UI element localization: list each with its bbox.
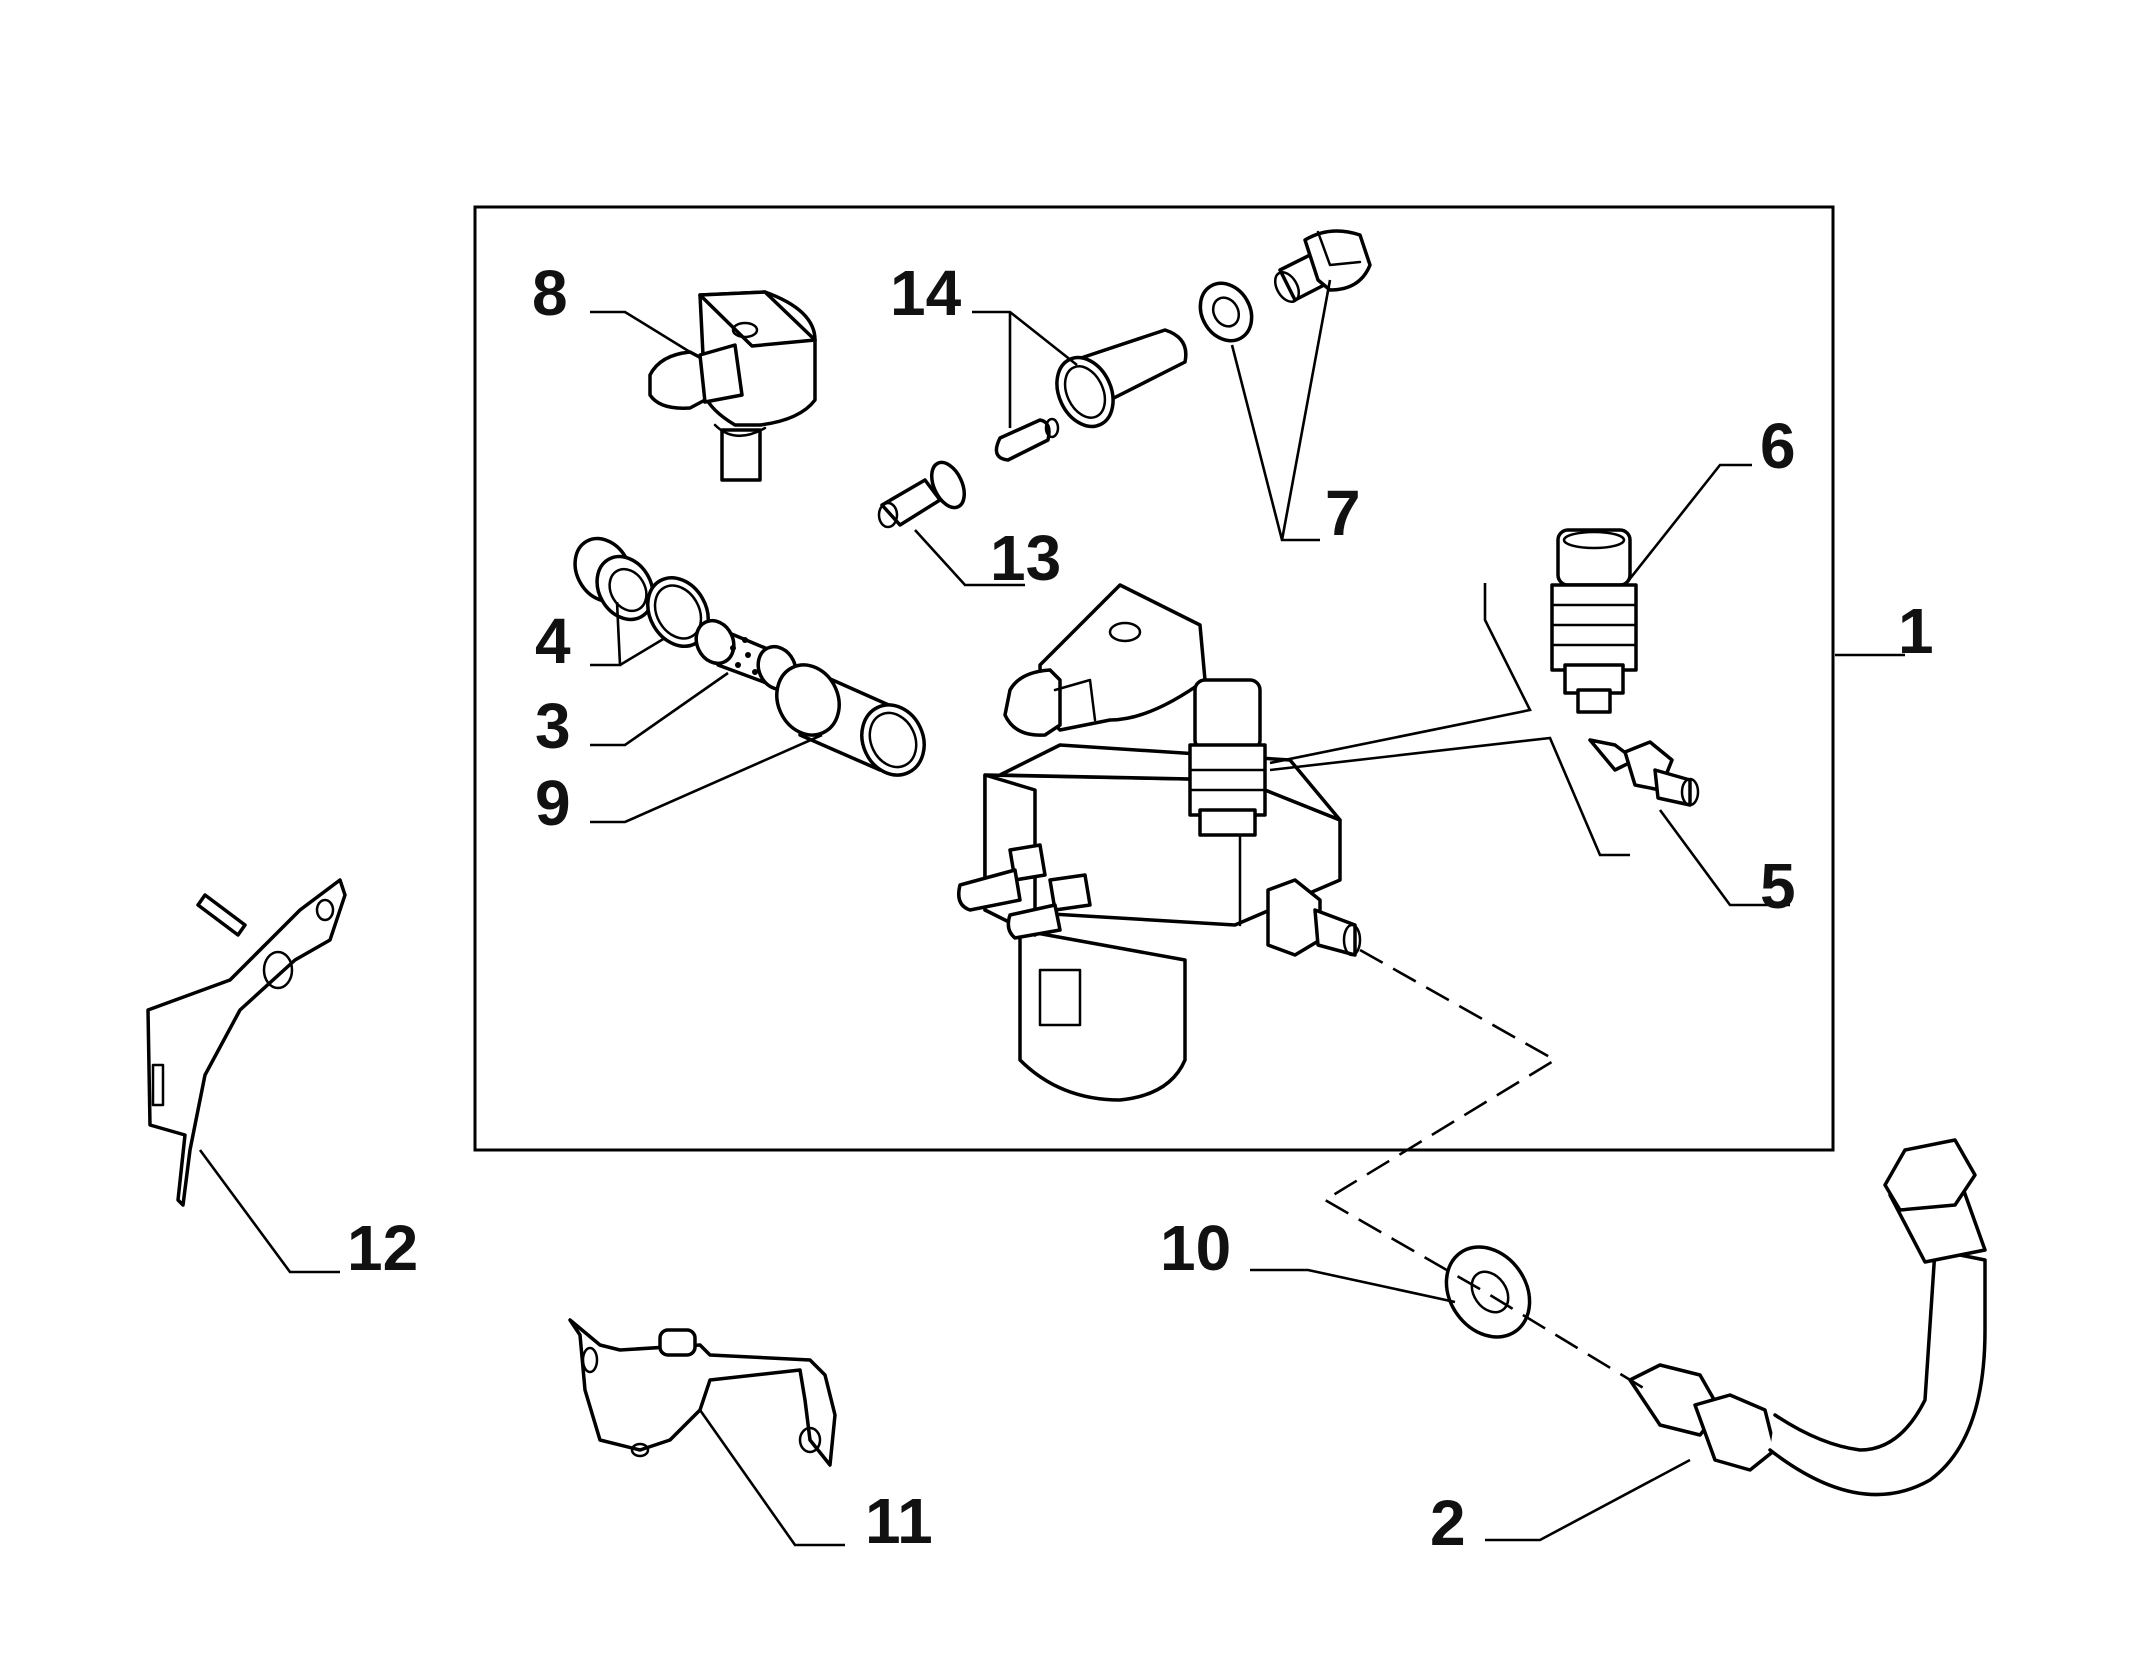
part-12-bracket[interactable] xyxy=(146,878,347,1207)
leader-11 xyxy=(698,1409,845,1547)
leader-13 xyxy=(914,529,1025,587)
part-6-pressure-switch[interactable] xyxy=(1550,528,1638,714)
callout-13: 13 xyxy=(990,522,1061,594)
hydraulic-unit[interactable] xyxy=(957,583,1362,1102)
leader-6 xyxy=(1623,463,1752,586)
callout-4: 4 xyxy=(535,605,571,677)
leader-12 xyxy=(198,1149,340,1274)
leader-8 xyxy=(590,310,691,354)
leader-4 xyxy=(590,601,666,667)
part-5-sensor[interactable] xyxy=(1588,738,1700,807)
assembly-frame xyxy=(473,205,1835,1152)
callout-5: 5 xyxy=(1760,850,1796,922)
part-4-plug-oring[interactable] xyxy=(564,528,720,657)
callout-14: 14 xyxy=(890,257,962,329)
part-8-solenoid-connector[interactable] xyxy=(648,290,817,482)
callout-12: 12 xyxy=(347,1212,418,1284)
callout-10: 10 xyxy=(1160,1212,1231,1284)
callout-11: 11 xyxy=(865,1485,933,1557)
part-10-washer[interactable] xyxy=(1429,1231,1546,1353)
callout-2: 2 xyxy=(1430,1487,1466,1559)
callout-9: 9 xyxy=(535,767,571,839)
part-2-brake-pipe[interactable] xyxy=(1628,1138,1987,1497)
part-9-sleeve[interactable] xyxy=(766,655,936,786)
part-14-valve-sleeve[interactable] xyxy=(994,328,1188,462)
callout-8: 8 xyxy=(532,257,568,329)
leader-5 xyxy=(1658,809,1790,907)
part-11-bracket[interactable] xyxy=(568,1318,837,1467)
leader-10 xyxy=(1250,1268,1456,1304)
part-13-fitting[interactable] xyxy=(877,457,971,529)
leader-2 xyxy=(1485,1458,1691,1542)
leader-14 xyxy=(972,310,1078,428)
callout-3: 3 xyxy=(535,690,571,762)
leader-3 xyxy=(590,671,729,747)
leader-9 xyxy=(590,733,823,824)
part-7-washer-bolt[interactable] xyxy=(1190,229,1372,350)
leader-7 xyxy=(1230,279,1332,542)
assembly-dashed-line xyxy=(1322,948,1651,1394)
callout-7: 7 xyxy=(1325,477,1361,549)
callout-6: 6 xyxy=(1760,410,1796,482)
callout-1: 1 xyxy=(1898,595,1934,667)
leader-1-internal xyxy=(1269,583,1630,857)
